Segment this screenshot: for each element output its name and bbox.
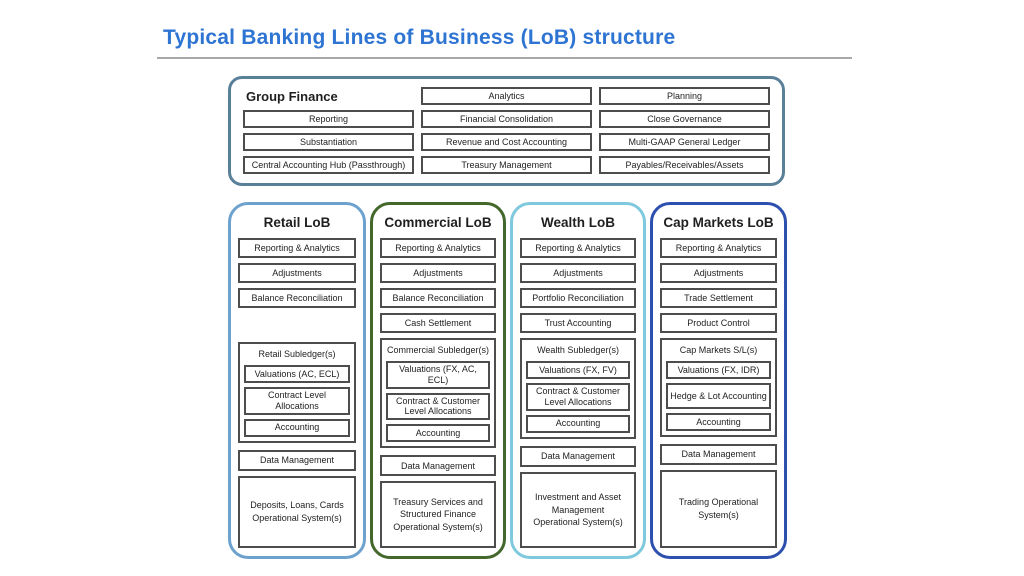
operational-system-box: Trading Operational System(s) [660,470,777,548]
subledger-box: Hedge & Lot Accounting [666,383,771,409]
lob-box: Adjustments [380,263,496,283]
group-finance-box-treasury-management: Treasury Management [421,156,592,174]
group-finance-box-analytics: Analytics [421,87,592,105]
lob-box: Reporting & Analytics [380,238,496,258]
lob-box: Adjustments [660,263,777,283]
lob-box: Reporting & Analytics [238,238,356,258]
lob-box: Cash Settlement [380,313,496,333]
lob-column-cap-markets: Cap Markets LoB Reporting & Analytics Ad… [650,202,787,559]
lob-box: Adjustments [238,263,356,283]
subledger-box: Accounting [386,424,490,443]
subledger-panel: Cap Markets S/L(s) Valuations (FX, IDR) … [660,338,777,437]
group-finance-panel: Group Finance Analytics Planning Reporti… [228,76,785,186]
subledger-box: Valuations (FX, AC, ECL) [386,361,490,389]
title-divider [157,57,852,59]
group-finance-box-substantiation: Substantiation [243,133,414,151]
subledger-label: Cap Markets S/L(s) [679,344,758,355]
subledger-panel: Retail Subledger(s) Valuations (AC, ECL)… [238,342,356,443]
group-finance-box-multi-gaap-ledger: Multi-GAAP General Ledger [599,133,770,151]
subledger-box: Valuations (FX, IDR) [666,361,771,379]
lob-box: Trade Settlement [660,288,777,308]
subledger-label: Commercial Subledger(s) [386,344,490,355]
group-finance-box-central-accounting-hub: Central Accounting Hub (Passthrough) [243,156,414,174]
subledger-box: Contract & Customer Level Allocations [526,383,630,411]
group-finance-box-revenue-cost-accounting: Revenue and Cost Accounting [421,133,592,151]
group-finance-grid: Group Finance Analytics Planning Reporti… [231,79,782,182]
lob-box: Trust Accounting [520,313,636,333]
group-finance-box-planning: Planning [599,87,770,105]
group-finance-title: Group Finance [246,88,338,104]
lob-box: Product Control [660,313,777,333]
subledger-label: Retail Subledger(s) [258,348,336,359]
group-finance-box-payables-receivables-assets: Payables/Receivables/Assets [599,156,770,174]
page-title: Typical Banking Lines of Business (LoB) … [163,26,676,49]
subledger-box: Contract & Customer Level Allocations [386,392,490,421]
group-finance-box-close-governance: Close Governance [599,110,770,128]
lob-column-commercial: Commercial LoB Reporting & Analytics Adj… [370,202,506,559]
lob-column-wealth: Wealth LoB Reporting & Analytics Adjustm… [510,202,646,559]
subledger-box: Accounting [244,418,350,437]
lob-box: Reporting & Analytics [660,238,777,258]
lob-box: Portfolio Reconciliation [520,288,636,308]
lob-box: Balance Reconciliation [380,288,496,308]
operational-system-box: Treasury Services and Structured Finance… [380,481,496,548]
lob-column-header: Cap Markets LoB [663,215,774,230]
group-finance-box-reporting: Reporting [243,110,414,128]
data-management-box: Data Management [238,449,356,471]
subledger-box: Accounting [666,413,771,431]
data-management-box: Data Management [380,455,496,477]
operational-system-box: Deposits, Loans, Cards Operational Syste… [238,475,356,548]
empty-slot [238,313,356,337]
subledger-label: Wealth Subledger(s) [537,344,619,355]
lob-box: Reporting & Analytics [520,238,636,258]
subledger-box: Valuations (FX, FV) [526,361,630,379]
lob-column-header: Commercial LoB [384,215,492,230]
lob-box: Adjustments [520,263,636,283]
subledger-box: Contract Level Allocations [244,387,350,415]
subledger-panel: Commercial Subledger(s) Valuations (FX, … [380,338,496,449]
subledger-panel: Wealth Subledger(s) Valuations (FX, FV) … [520,338,636,439]
subledger-box: Valuations (AC, ECL) [244,365,350,383]
lob-box: Balance Reconciliation [238,288,356,308]
subledger-box: Accounting [526,414,630,433]
data-management-box: Data Management [520,445,636,467]
lob-column-header: Wealth LoB [541,215,615,230]
operational-system-box: Investment and Asset Management Operatio… [520,471,636,548]
lob-column-header: Retail LoB [263,215,331,230]
data-management-box: Data Management [660,444,777,465]
group-finance-box-financial-consolidation: Financial Consolidation [421,110,592,128]
lob-column-retail: Retail LoB Reporting & Analytics Adjustm… [228,202,366,559]
